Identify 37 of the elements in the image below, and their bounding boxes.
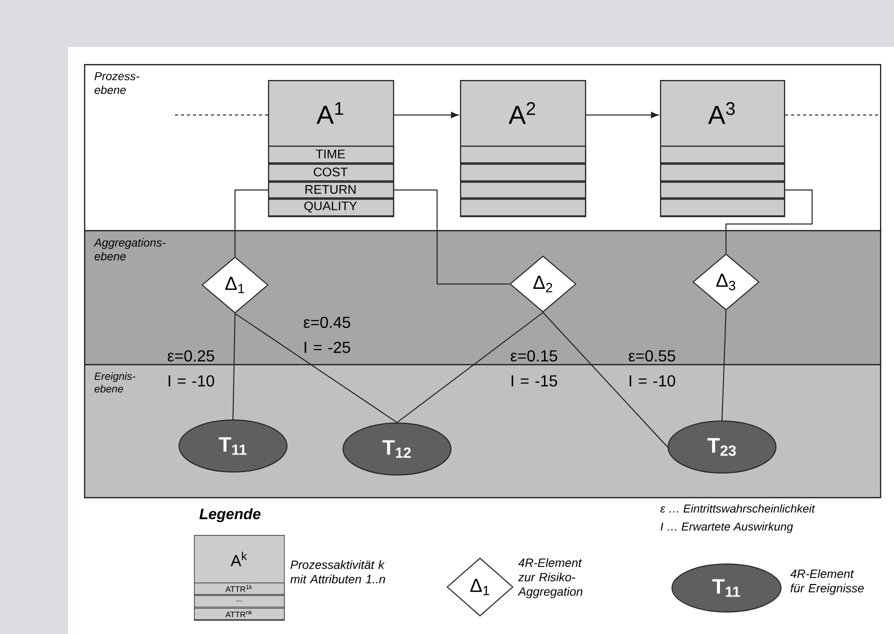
connector-line (232, 313, 236, 420)
attribute-row (460, 182, 586, 198)
attribute-row: ... (194, 595, 285, 608)
connector-line (542, 312, 668, 448)
arrow (586, 112, 658, 118)
note-text: ε … Eintrittswahrscheinlichkeit (660, 504, 816, 513)
connector-line (234, 313, 398, 423)
arrow (394, 112, 458, 118)
attribute-row (660, 146, 786, 164)
attribute-row (460, 198, 586, 216)
attribute-row (660, 164, 786, 182)
attribute-row (660, 198, 786, 216)
attribute-row: RETURN (268, 182, 394, 198)
connector-line (722, 310, 726, 421)
dashed-line (784, 114, 878, 116)
attribute-row: ATTR$^{1k}$ (194, 582, 285, 595)
connector-line (396, 312, 544, 423)
attribute-row: TIME (268, 146, 394, 164)
legend-description: 4R-Element für Ereignisse (790, 569, 864, 595)
legend-description: Prozessaktivität k mit Attributen 1..n (290, 560, 386, 584)
attribute-row (460, 164, 586, 182)
attribute-row (460, 146, 586, 164)
attribute-row: COST (268, 164, 394, 182)
attribute-row: QUALITY (268, 198, 394, 216)
attribute-row: ATTR$^{nk}$ (194, 608, 285, 620)
edge-label: ε=0.45 I = -25 (304, 316, 350, 354)
attribute-row (660, 182, 786, 198)
legend-heading: Legende (199, 508, 260, 522)
edge-label: ε=0.15 I = -15 (510, 350, 558, 387)
legend-description: 4R-Element zur Risiko- Aggregation (518, 558, 582, 598)
edge-label: ε=0.25 I = -10 (168, 350, 214, 387)
connector-line (234, 190, 268, 257)
dashed-line (174, 114, 268, 116)
note-text: I … Erwartete Auswirkung (660, 522, 794, 533)
edge-label: ε=0.55 I = -10 (628, 350, 676, 387)
connector-line (394, 190, 510, 284)
connector-line (726, 190, 813, 254)
